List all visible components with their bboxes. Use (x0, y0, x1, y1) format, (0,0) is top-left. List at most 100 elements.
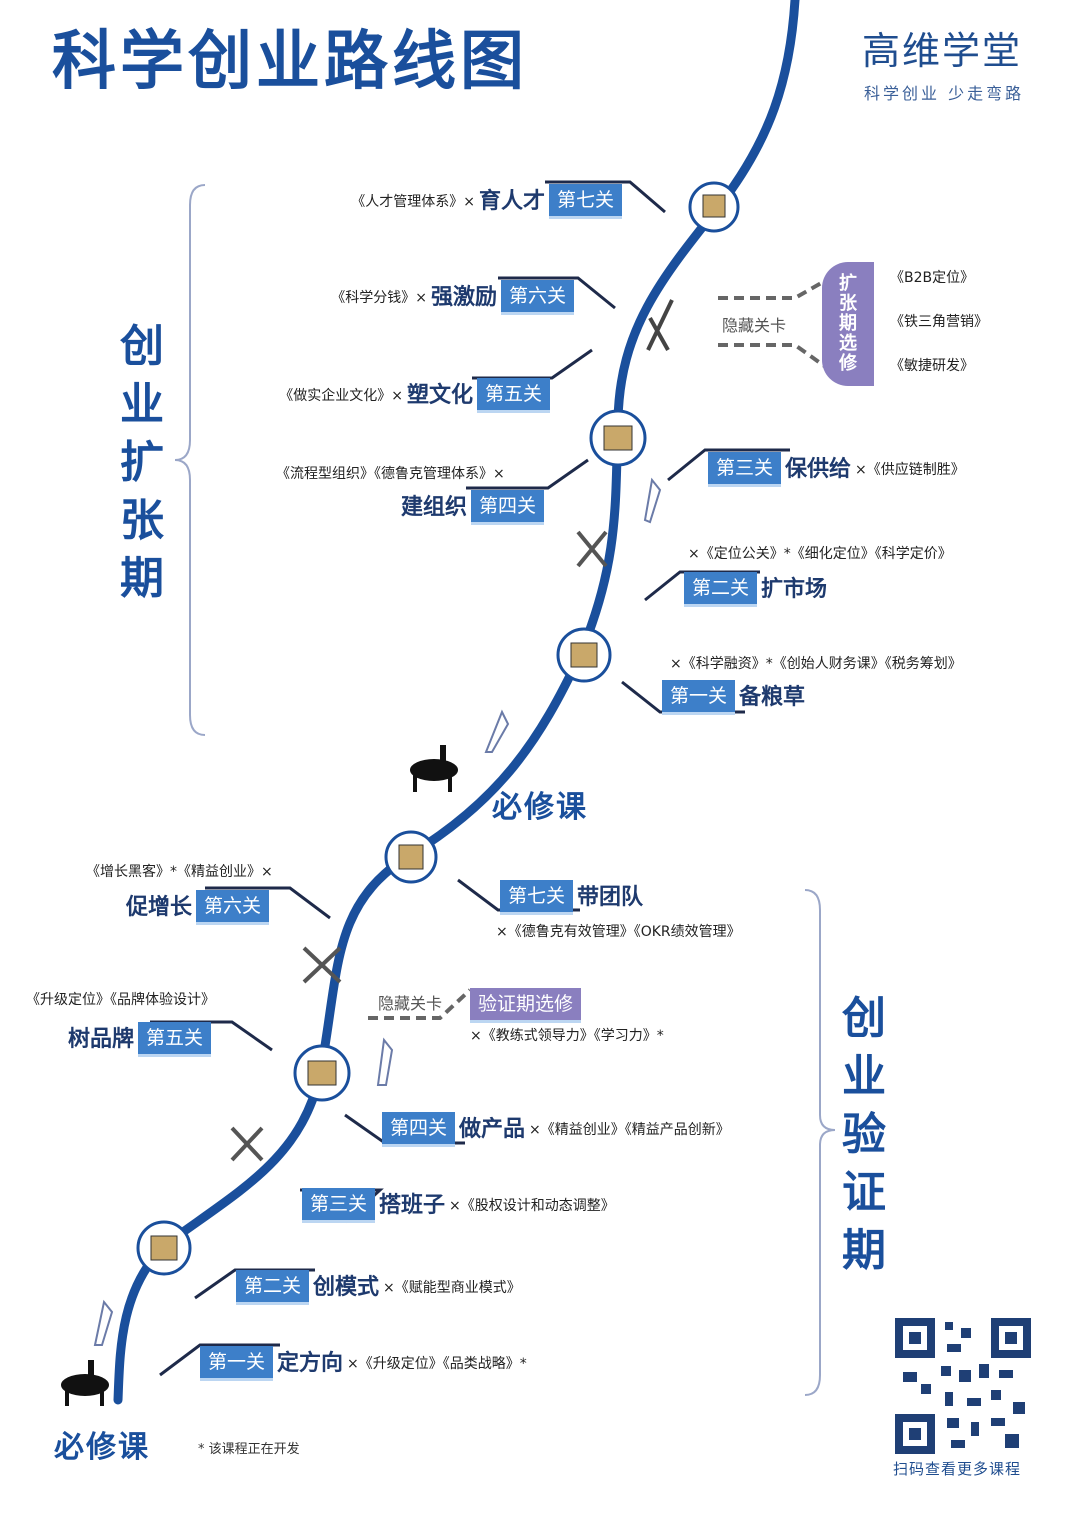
qr-code (895, 1318, 1031, 1454)
connector-exp7 (545, 180, 666, 214)
validation-level-1[interactable]: 第一关 定方向 ×《升级定位》《品类战略》* (200, 1346, 527, 1381)
validation-level-2[interactable]: 第二关 创模式 ×《赋能型商业模式》 (236, 1270, 521, 1305)
level-badge: 第一关 (662, 680, 736, 715)
level-badge: 第三关 (708, 452, 782, 487)
validation-level-4[interactable]: 第四关 做产品 ×《精益创业》《精益产品创新》 (382, 1112, 730, 1147)
level-books: ×《股权设计和动态调整》 (449, 1197, 615, 1214)
connector-exp3 (667, 448, 790, 482)
phase-validation-label: 创业验证期 (842, 993, 886, 1276)
up-arrow-icon (93, 1299, 114, 1346)
castle-icon (688, 181, 740, 233)
brand-logo: 高维学堂 (862, 29, 1023, 73)
hidden-path-exp-top (718, 276, 831, 300)
level-books: ×《德鲁克有效管理》《OKR绩效管理》 (496, 924, 741, 940)
level-books: ×《科学融资》*《创始人财务课》《税务筹划》 (670, 656, 962, 672)
winding-road (113, 0, 800, 1405)
expansion-level-2[interactable]: 第二关 扩市场 (684, 572, 831, 607)
level-skill: 育人才 (478, 188, 545, 214)
horse-rider-icon (410, 745, 458, 792)
castle-icon (293, 1044, 351, 1102)
level-books: ×《精益创业》《精益产品创新》 (529, 1121, 730, 1138)
crossed-swords-icon (302, 946, 342, 984)
torch-icon (646, 299, 674, 351)
level-skill: 创模式 (313, 1274, 380, 1300)
hidden-path-exp-bottom (718, 343, 832, 372)
castle-icon (136, 1220, 192, 1276)
level-badge: 第三关 (302, 1188, 376, 1223)
level-badge: 第五关 (138, 1022, 212, 1057)
level-skill: 做产品 (459, 1116, 526, 1142)
horse-rider-icon (61, 1360, 109, 1406)
castle-icon (384, 830, 438, 884)
up-arrow-icon (484, 709, 510, 753)
level-badge: 第六关 (196, 890, 270, 925)
qr-caption: 扫码查看更多课程 (893, 1460, 1022, 1478)
hidden-path-val (368, 988, 472, 1020)
expansion-elective-pill[interactable]: 扩张期选修 (822, 262, 874, 386)
elective-book: 《铁三角营销》 (890, 314, 988, 330)
level-books: ×《定位公关》*《细化定位》《科学定价》 (688, 546, 952, 562)
connector-exp4 (466, 458, 589, 490)
up-arrow-icon (376, 1037, 394, 1086)
validation-elective-badge[interactable]: 验证期选修 (470, 988, 582, 1023)
level-books: 《升级定位》《品牌体验设计》 (26, 992, 215, 1008)
level-badge: 第四关 (470, 490, 544, 525)
expansion-level-6[interactable]: 《科学分钱》× 强激励 第六关 (331, 280, 574, 315)
level-badge: 第五关 (476, 378, 550, 413)
castle-icon (589, 409, 647, 467)
level-badge: 第二关 (236, 1270, 310, 1305)
level-badge: 第四关 (382, 1112, 456, 1147)
level-badge: 第七关 (500, 880, 574, 915)
level-skill: 促增长 (126, 894, 193, 920)
connector-exp6 (498, 276, 616, 310)
hidden-level-label: 隐藏关卡 (722, 316, 787, 335)
expansion-level-1[interactable]: 第一关 备粮草 (662, 680, 809, 715)
level-badge: 第一关 (200, 1346, 274, 1381)
connector-val6 (205, 886, 331, 920)
footnote: * 该课程正在开发 (198, 1442, 300, 1457)
level-badge: 第六关 (500, 280, 574, 315)
castle-icon (556, 627, 612, 683)
level-books: ×《供应链制胜》 (855, 461, 965, 478)
up-arrow-icon (643, 477, 662, 524)
level-skill: 保供给 (785, 456, 852, 482)
expansion-elective-label: 扩张期选修 (839, 273, 857, 374)
expansion-level-5[interactable]: 《做实企业文化》× 塑文化 第五关 (279, 378, 550, 413)
required-course-label-validation: 必修课 (54, 1430, 150, 1465)
hidden-level-label: 隐藏关卡 (378, 994, 443, 1013)
crossed-swords-icon (230, 1126, 264, 1162)
elective-books: ×《教练式领导力》《学习力》* (470, 1028, 664, 1044)
level-books: ×《升级定位》《品类战略》* (347, 1355, 527, 1372)
level-skill: 定方向 (277, 1350, 344, 1376)
level-skill: 强激励 (430, 284, 497, 310)
connector-val1 (159, 1343, 280, 1377)
level-badge: 第二关 (684, 572, 758, 607)
validation-bracket (804, 889, 836, 1396)
elective-book: 《敏捷研发》 (890, 358, 974, 374)
level-skill: 扩市场 (761, 576, 828, 602)
crossed-swords-icon (576, 530, 608, 568)
expansion-level-4[interactable]: 建组织 第四关 (397, 490, 544, 525)
phase-expansion-label: 创业扩张期 (120, 321, 164, 604)
expansion-level-3[interactable]: 第三关 保供给 ×《供应链制胜》 (708, 452, 965, 487)
level-skill: 树品牌 (68, 1026, 135, 1052)
level-badge: 第七关 (548, 184, 622, 219)
level-books: ×《赋能型商业模式》 (383, 1279, 521, 1296)
level-skill: 备粮草 (739, 684, 806, 710)
level-books: 《流程型组织》《德鲁克管理体系》× (276, 466, 505, 482)
brand-slogan: 科学创业 少走弯路 (864, 84, 1025, 103)
level-skill: 塑文化 (406, 382, 473, 408)
elective-book: 《B2B定位》 (890, 270, 975, 286)
required-course-label-expansion: 必修课 (492, 790, 588, 825)
page-title: 科学创业路线图 (52, 25, 528, 99)
level-books: 《增长黑客》*《精益创业》× (86, 864, 273, 880)
level-skill: 带团队 (577, 884, 644, 910)
validation-level-5[interactable]: 树品牌 第五关 (64, 1022, 212, 1057)
validation-level-7[interactable]: 第七关 带团队 (500, 880, 647, 915)
expansion-bracket (174, 184, 206, 736)
validation-level-3[interactable]: 第三关 搭班子 ×《股权设计和动态调整》 (302, 1188, 615, 1223)
validation-level-6[interactable]: 促增长 第六关 (122, 890, 270, 925)
level-skill: 建组织 (400, 494, 467, 520)
expansion-level-7[interactable]: 《人才管理体系》× 育人才 第七关 (351, 184, 622, 219)
